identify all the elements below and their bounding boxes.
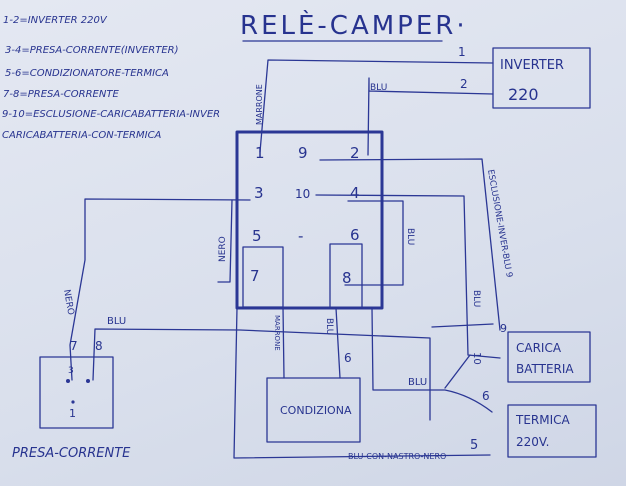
wire-10 xyxy=(315,194,501,359)
pin-8: 8 xyxy=(342,269,352,287)
wires xyxy=(69,59,501,459)
termica-label: TERMICA xyxy=(515,413,571,427)
wire-blu-cond xyxy=(335,307,341,379)
label-inv-1: 1 xyxy=(458,45,466,59)
presa-pin-1: 1 xyxy=(69,407,76,420)
relay-box xyxy=(235,130,384,310)
condizionatore-box xyxy=(266,377,361,443)
presa-corrente-label: PRESA-CORRENTE xyxy=(12,446,131,461)
relay-pins: 1 9 2 3 10 4 5 - 6 7 8 xyxy=(250,144,360,287)
wire-9 xyxy=(319,158,501,331)
wire-blu-carica xyxy=(431,323,494,328)
condizionatore-label: CONDIZIONA xyxy=(280,404,352,417)
label-blu-top: BLU xyxy=(370,83,387,93)
legend-item: 7-8=PRESA-CORRENTE xyxy=(3,89,119,100)
label-blu-presa: BLU xyxy=(107,316,126,327)
pin-1: 1 xyxy=(255,144,265,162)
legend-item: 1-2=INVERTER 220V xyxy=(3,15,108,26)
pin-6: 6 xyxy=(350,226,360,244)
label-termica-6: 6 xyxy=(482,389,490,403)
presa-socket-hole xyxy=(86,379,90,383)
pin-2: 2 xyxy=(350,144,360,162)
relay-subbox-8 xyxy=(329,243,363,309)
inverter-box xyxy=(492,47,591,109)
wire-2-inverter xyxy=(367,77,494,156)
label-blu-10: BLU xyxy=(471,290,481,307)
label-blu-cond: BLU xyxy=(324,318,334,335)
presa-corrente-box xyxy=(39,356,114,429)
pin-4: 4 xyxy=(350,184,360,202)
diagram-title: RELÈ-CAMPER· xyxy=(240,9,468,41)
legend-item: 9-10=ESCLUSIONE-CARICABATTERIA-INVER xyxy=(2,109,220,120)
legend: 1-2=INVERTER 220V 3-4=PRESA-CORRENTE(INV… xyxy=(2,15,220,141)
pin-7: 7 xyxy=(250,267,260,285)
termica-voltage: 220V. xyxy=(516,435,549,449)
pin-9: 9 xyxy=(298,144,308,162)
legend-item: 3-4=PRESA-CORRENTE(INVERTER) xyxy=(5,45,179,56)
batteria-label: BATTERIA xyxy=(516,362,574,376)
relay-subbox-7 xyxy=(242,246,284,308)
wire-nero xyxy=(217,199,233,283)
label-marrone: MARRONE xyxy=(255,84,264,125)
inverter-label: INVERTER xyxy=(500,58,564,73)
wire-bottom xyxy=(233,307,491,459)
pin-10: 10 xyxy=(295,187,310,201)
pin-5: 5 xyxy=(252,227,262,245)
inverter-voltage: 220 xyxy=(508,85,539,104)
label-carica-10: 10 xyxy=(471,352,482,365)
label-presa-7: 7 xyxy=(70,339,78,353)
label-blu-4: BLU xyxy=(405,228,415,245)
wire-1-inverter xyxy=(259,59,494,153)
wire-labels: MARRONE BLU 1 2 ESCLUSIONE-INVER-BLU 9 B… xyxy=(61,45,514,461)
wire-link xyxy=(444,354,471,389)
label-marrone-cond: MARRONE xyxy=(273,315,281,351)
label-inv-2: 2 xyxy=(460,77,468,91)
label-blu-mid: BLU xyxy=(408,377,427,388)
legend-item: CARICABATTERIA-CON-TERMICA xyxy=(2,130,162,141)
label-cond-6: 6 xyxy=(344,351,352,365)
wire-blu-presa xyxy=(92,328,431,421)
carica-label: CARICA xyxy=(516,341,562,355)
wire-4-8 xyxy=(344,200,404,286)
legend-item: 5-6=CONDIZIONATORE-TERMICA xyxy=(5,68,169,79)
wire-marrone-cond xyxy=(282,306,285,379)
pin-dash: - xyxy=(298,227,303,245)
carica-batteria-box xyxy=(507,331,591,383)
label-carica-9: 9 xyxy=(500,322,507,335)
label-presa-8: 8 xyxy=(95,339,103,353)
wire-3 xyxy=(69,198,251,381)
label-termica-5: 5 xyxy=(470,438,478,453)
label-blu-nastro: BLU-CON-NASTRO-NERO xyxy=(348,452,446,461)
wire-termica-6 xyxy=(371,307,493,413)
pin-3: 3 xyxy=(254,184,264,202)
label-nero-presa: NERO xyxy=(61,289,75,316)
label-nero-left: NERO xyxy=(218,236,228,262)
presa-socket-hole xyxy=(66,379,70,383)
termica-box xyxy=(507,404,597,458)
presa-pin-3: 3 xyxy=(68,366,74,376)
presa-socket-hole xyxy=(71,400,75,404)
